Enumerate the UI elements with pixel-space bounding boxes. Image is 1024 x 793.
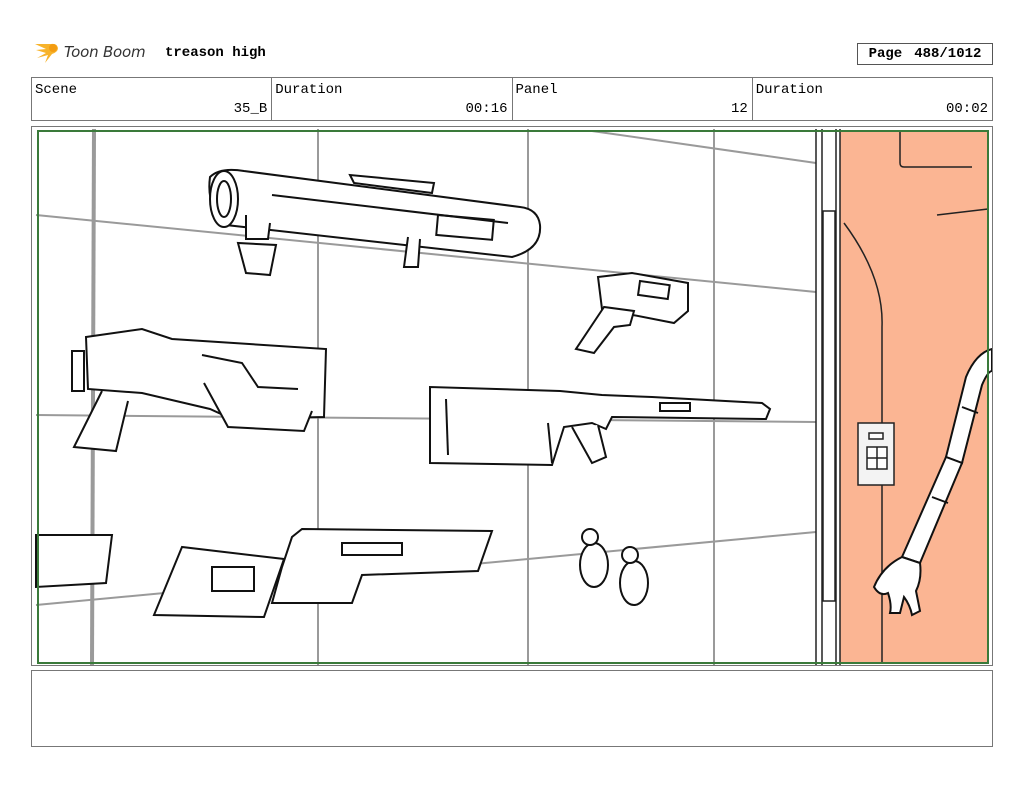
bottom-gun-shape xyxy=(35,534,114,589)
scene-cell: Scene 35_B xyxy=(32,78,273,120)
scene-duration-value: 00:16 xyxy=(465,101,508,117)
panel-info-row: Scene 35_B Duration 00:16 Panel 12 Durat… xyxy=(31,77,993,121)
panel-value: 12 xyxy=(730,101,748,117)
logo-text: Toon Boom xyxy=(64,43,146,61)
panel-duration-label: Duration xyxy=(755,82,823,98)
toon-boom-logo: Toon Boom xyxy=(32,38,146,66)
panel-duration-cell: Duration 00:02 xyxy=(753,78,992,120)
storyboard-sketch-icon xyxy=(32,127,992,665)
scene-duration-label: Duration xyxy=(275,82,343,98)
page-value: 488/1012 xyxy=(914,46,982,62)
page-counter: Page 488/1012 xyxy=(857,43,993,65)
project-title: treason high xyxy=(165,45,266,61)
page-header: Toon Boom treason high Page 488/1012 xyxy=(32,36,993,72)
page-label: Page xyxy=(868,46,903,62)
panel-cell: Panel 12 xyxy=(513,78,753,120)
grenade-shape xyxy=(579,542,609,588)
scene-label: Scene xyxy=(35,82,78,98)
scene-value: 35_B xyxy=(233,101,268,117)
panel-label: Panel xyxy=(515,82,558,98)
panel-notes-box xyxy=(31,670,993,747)
panel-duration-value: 00:02 xyxy=(945,101,988,117)
starburst-icon xyxy=(35,43,58,63)
scene-duration-cell: Duration 00:16 xyxy=(272,78,513,120)
safe-frame xyxy=(37,130,989,664)
storyboard-panel xyxy=(31,126,993,666)
